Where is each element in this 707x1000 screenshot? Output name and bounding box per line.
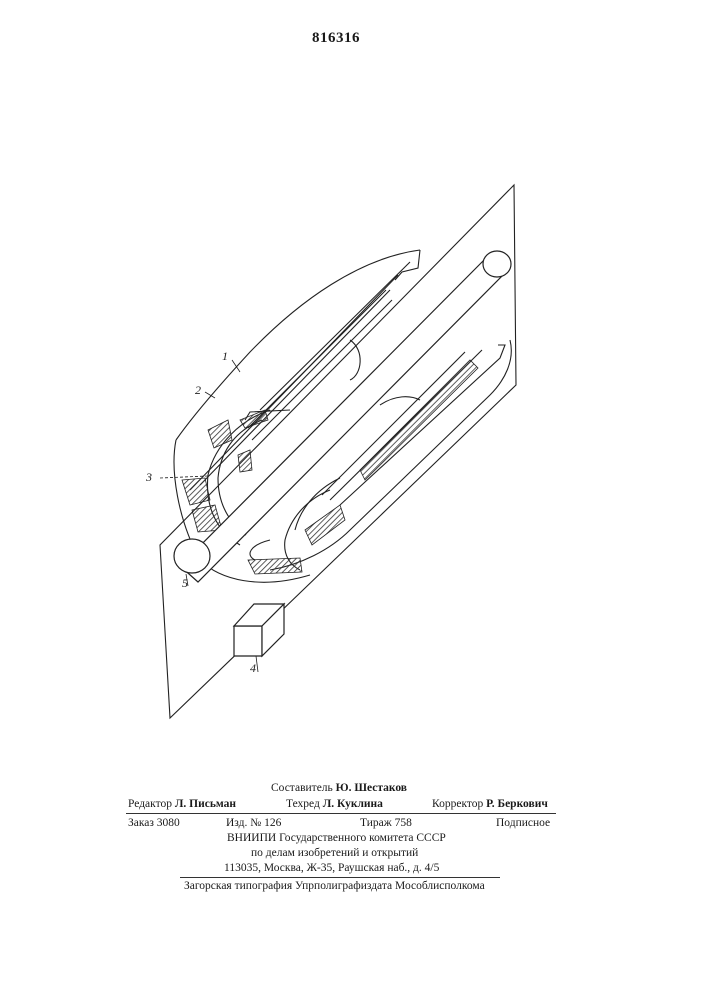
block-4 (234, 626, 262, 656)
org-line-1: ВНИИПИ Государственного комитета СССР (227, 832, 446, 844)
tech-editor-name: Л. Куклина (323, 798, 383, 810)
divider-bottom (180, 877, 500, 878)
org-line-2: по делам изобретений и открытий (251, 847, 418, 859)
printer: Загорская типография Упрполиграфиздата М… (184, 880, 485, 892)
divider-top (126, 813, 556, 814)
tech-editor-line: Техред Л. Куклина (286, 798, 383, 810)
print-run: Тираж 758 (360, 817, 412, 829)
label-3: 3 (145, 470, 152, 484)
corrector-line: Корректор Р. Беркович (432, 798, 548, 810)
editor-name: Л. Письман (175, 798, 236, 810)
subscription: Подписное (496, 817, 550, 829)
editor-label: Редактор (128, 798, 172, 810)
rod (180, 256, 506, 582)
editor-line: Редактор Л. Письман (128, 798, 236, 810)
edition-number: Изд. № 126 (226, 817, 281, 829)
base-plate (160, 185, 516, 718)
corrector-label: Корректор (432, 798, 483, 810)
address: 113035, Москва, Ж-35, Раушская наб., д. … (224, 862, 439, 874)
rod-end (174, 539, 210, 573)
corrector-name: Р. Беркович (486, 798, 548, 810)
label-1: 1 (222, 349, 228, 363)
compiler-line: Составитель Ю. Шестаков (271, 782, 407, 794)
outer-shell-top (176, 250, 420, 440)
order-number: Заказ 3080 (128, 817, 180, 829)
tech-editor-label: Техред (286, 798, 320, 810)
label-4: 4 (250, 661, 256, 675)
label-5: 5 (182, 576, 188, 590)
compiler-name: Ю. Шестаков (336, 782, 407, 794)
label-2: 2 (195, 383, 201, 397)
compiler-label: Составитель (271, 782, 333, 794)
